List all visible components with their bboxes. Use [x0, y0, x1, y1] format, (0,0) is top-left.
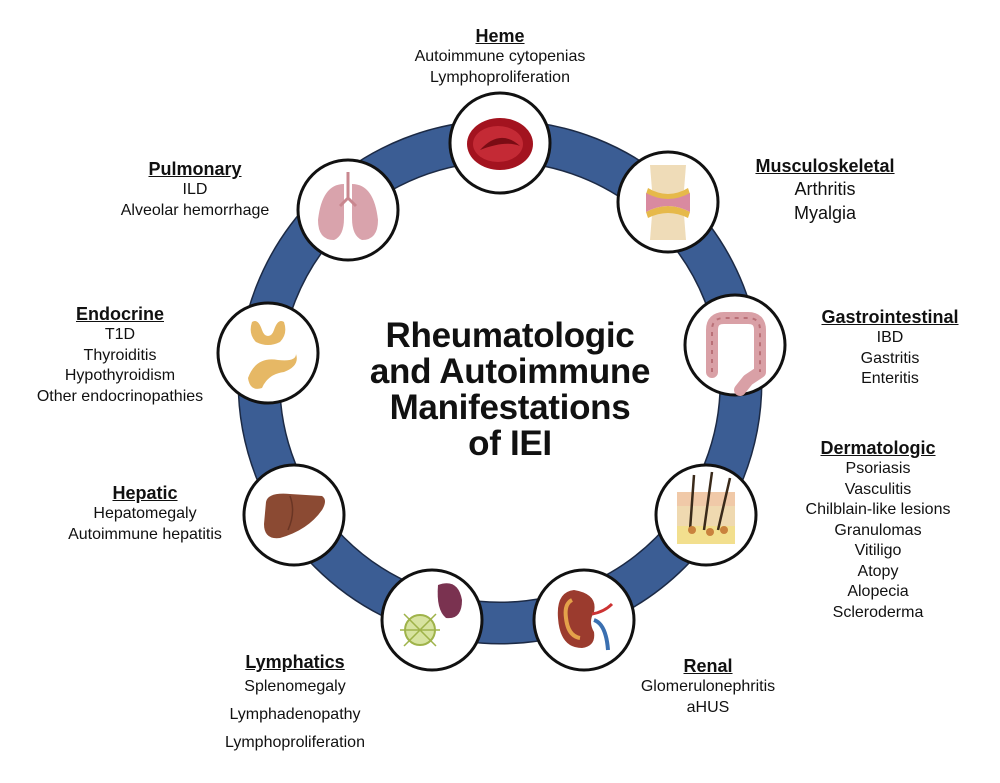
item: Hypothyroidism — [64, 367, 176, 384]
item: Thyroiditis — [83, 346, 157, 364]
label-pulmonary: Pulmonary ILD Alveolar hemorrhage — [100, 158, 290, 221]
label-musculoskeletal: Musculoskeletal Arthritis Myalgia — [730, 155, 920, 225]
item: Autoimmune hepatitis — [68, 525, 222, 543]
item: Lymphoproliferation — [225, 734, 365, 751]
label-dermatologic: Dermatologic Psoriasis Vasculitis Chilbl… — [778, 437, 978, 623]
liver-icon — [264, 493, 325, 539]
item: Lymphadenopathy — [229, 706, 361, 723]
item: Arthritis — [794, 179, 856, 199]
node-pulmonary — [296, 158, 400, 262]
title-line: of IEI — [468, 424, 552, 463]
heading-dermatologic: Dermatologic — [820, 438, 936, 458]
colon-icon — [706, 312, 766, 396]
item: Autoimmune cytopenias — [414, 48, 586, 65]
diagram-title: Rheumatologic and Autoimmune Manifestati… — [360, 318, 660, 462]
label-heme: Heme Autoimmune cytopenias Lymphoprolife… — [380, 25, 620, 88]
item: Hepatomegaly — [93, 505, 197, 522]
item: Chilblain-like lesions — [805, 501, 951, 518]
item: Glomerulonephritis — [640, 678, 776, 695]
label-renal: Renal Glomerulonephritis aHUS — [618, 655, 798, 718]
item: Vitiligo — [854, 542, 902, 559]
heading-gastrointestinal: Gastrointestinal — [821, 307, 959, 327]
item: Scleroderma — [832, 603, 924, 621]
spleen-lymph-node-icon — [400, 583, 462, 647]
label-endocrine: Endocrine T1D Thyroiditis Hypothyroidism… — [20, 303, 220, 407]
kidney-icon — [557, 590, 614, 651]
skin-layers-icon — [677, 471, 735, 544]
node-gastrointestinal — [683, 293, 787, 397]
item: Granulomas — [834, 521, 922, 539]
joint-icon — [646, 165, 690, 240]
item: aHUS — [686, 698, 730, 716]
item: Lymphoproliferation — [430, 68, 570, 86]
title-line: Manifestations — [389, 388, 631, 427]
node-renal — [532, 568, 636, 672]
label-gastrointestinal: Gastrointestinal IBD Gastritis Enteritis — [800, 306, 980, 390]
label-lymphatics: Lymphatics Splenomegaly Lymphadenopathy … — [200, 651, 390, 757]
node-hepatic — [242, 463, 346, 567]
label-hepatic: Hepatic Hepatomegaly Autoimmune hepatiti… — [50, 482, 240, 545]
node-dermatologic — [654, 463, 758, 567]
item: Vasculitis — [844, 480, 912, 498]
thyroid-pancreas-icon — [248, 321, 297, 389]
item: Psoriasis — [845, 460, 911, 477]
heading-musculoskeletal: Musculoskeletal — [755, 156, 895, 176]
node-musculoskeletal — [616, 150, 720, 254]
item: Enteritis — [861, 370, 919, 387]
heading-endocrine: Endocrine — [75, 304, 164, 324]
node-heme — [448, 91, 552, 195]
title-line: Rheumatologic — [385, 316, 635, 355]
item: Myalgia — [793, 203, 857, 223]
item: Alveolar hemorrhage — [120, 201, 270, 219]
item: IBD — [876, 329, 904, 346]
node-lymphatics — [380, 568, 484, 672]
red-blood-cell-icon — [467, 118, 533, 170]
heading-renal: Renal — [683, 656, 733, 676]
item: Alopecia — [847, 583, 909, 600]
item: T1D — [104, 326, 136, 343]
title-line: and Autoimmune — [369, 352, 651, 391]
item: ILD — [182, 181, 208, 198]
item: Atopy — [857, 562, 899, 580]
heading-lymphatics: Lymphatics — [245, 652, 345, 672]
node-endocrine — [216, 301, 320, 405]
heading-hepatic: Hepatic — [112, 483, 178, 503]
item: Gastritis — [860, 349, 920, 367]
lungs-icon — [318, 172, 378, 240]
heading-heme: Heme — [475, 26, 525, 46]
heading-pulmonary: Pulmonary — [148, 159, 242, 179]
item: Other endocrinopathies — [36, 387, 204, 405]
item: Splenomegaly — [244, 678, 346, 695]
